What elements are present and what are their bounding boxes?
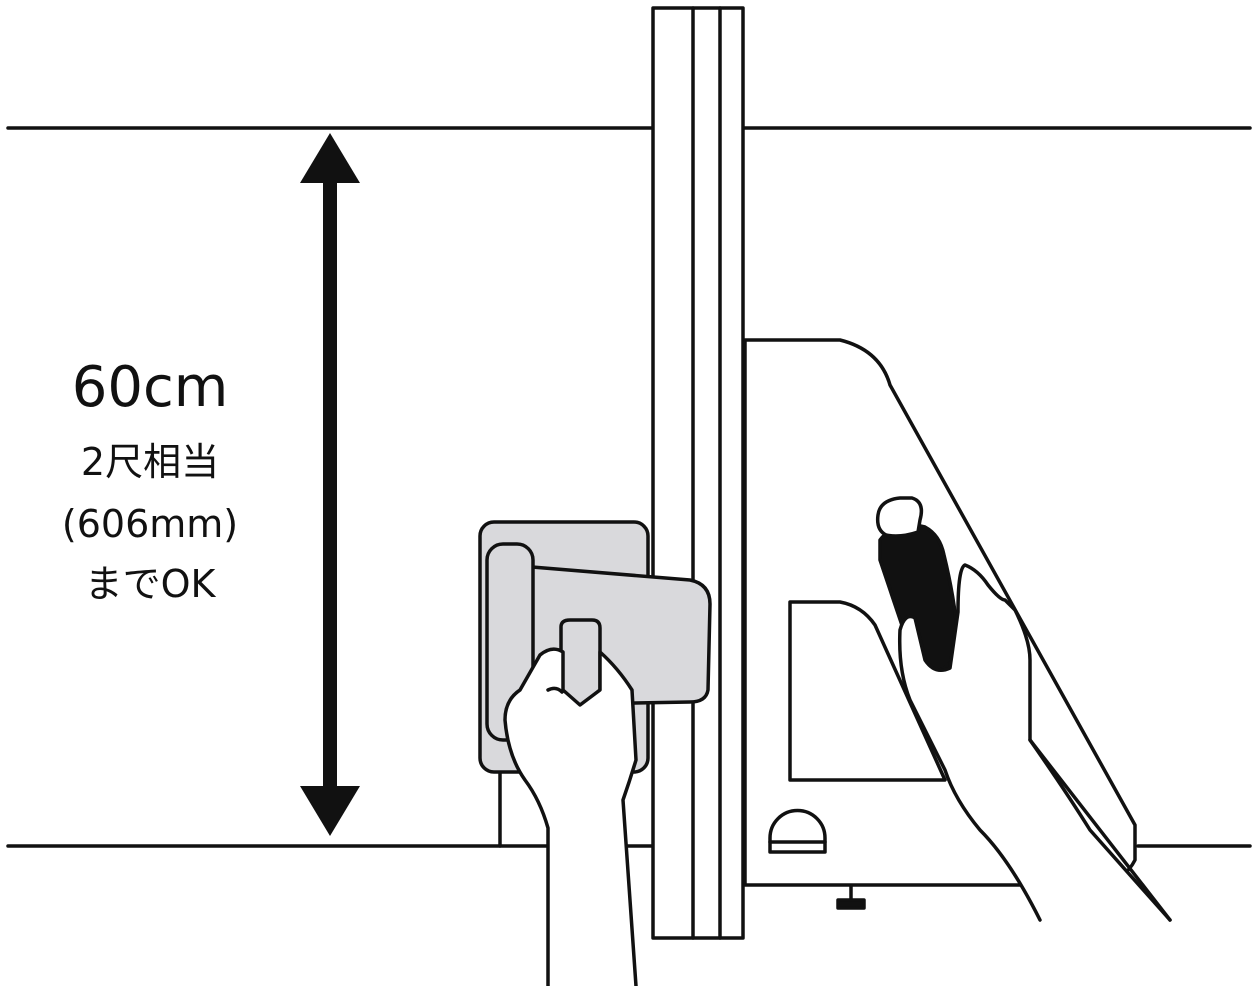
right-hand-icon bbox=[897, 563, 1172, 922]
sleeve-line bbox=[1028, 738, 1172, 922]
finger-line bbox=[546, 686, 564, 694]
double-arrow-icon bbox=[300, 133, 360, 836]
knob-icon bbox=[768, 808, 827, 854]
clamp-tab bbox=[559, 618, 602, 708]
screw-head bbox=[836, 898, 866, 910]
grip-cap bbox=[875, 496, 924, 538]
measurement-value: 60cm bbox=[71, 355, 229, 420]
vertical-pole bbox=[651, 6, 745, 940]
measurement-equivalent: 2尺相当 bbox=[80, 440, 220, 484]
measurement-mm: (606mm) bbox=[61, 502, 239, 546]
hand-icon bbox=[503, 647, 638, 988]
measurement-ok: までOK bbox=[84, 562, 216, 606]
device-window bbox=[788, 600, 947, 782]
